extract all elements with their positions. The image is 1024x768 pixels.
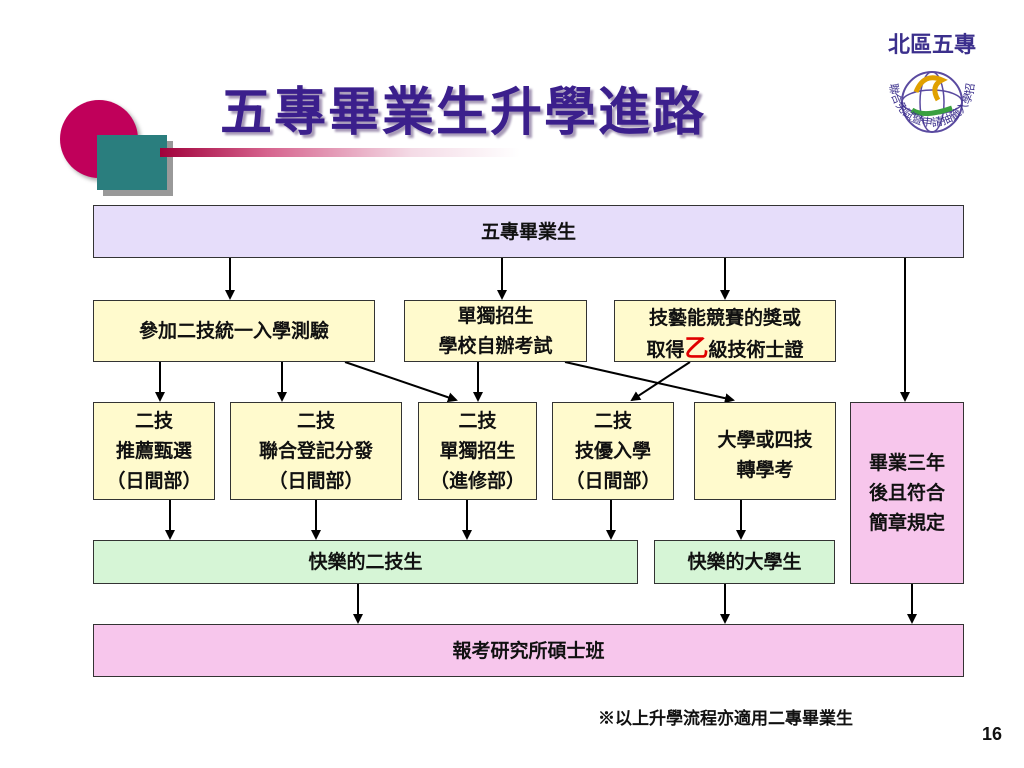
arrow-skill-to-priority — [630, 361, 691, 402]
arrow-exam-to-sep-night — [344, 361, 458, 403]
decorative-square — [97, 135, 167, 190]
arrow-separate-to-transfer — [564, 361, 735, 404]
box-priority-admission: 二技 技優入學 （日間部） — [552, 402, 674, 500]
box-transfer-exam: 大學或四技 轉學考 — [694, 402, 836, 500]
box-five-year-graduates: 五專畢業生 — [93, 205, 964, 258]
footnote: ※以上升學流程亦適用二專畢業生 — [598, 709, 853, 729]
page-title: 五專畢業生升學進路 — [220, 82, 707, 143]
box-separate-night: 二技 單獨招生 （進修部） — [418, 402, 537, 500]
box-separate-admission: 單獨招生 學校自辦考試 — [404, 300, 587, 362]
box-happy-2tech: 快樂的二技生 — [93, 540, 638, 584]
decorative-line — [160, 148, 520, 157]
logo-text: 北區五專 — [888, 32, 976, 58]
box-graduate-school: 報考研究所碩士班 — [93, 624, 964, 677]
page-number: 16 — [982, 724, 1003, 744]
box-happy-university: 快樂的大學生 — [654, 540, 835, 584]
box-joint-distribution: 二技 聯合登記分發 （日間部） — [230, 402, 402, 500]
skill-text-post: 級技術士證 — [708, 339, 804, 361]
box-unified-exam: 參加二技統一入學測驗 — [93, 300, 375, 362]
logo: 北區五專 聯合免試暨申請抽籤入學招生委員會 — [868, 22, 996, 154]
skill-grade-highlight: 乙 — [684, 333, 709, 362]
box-skill-competition: 技藝能競賽的獎或 取得乙級技術士證 — [614, 300, 836, 362]
skill-text-pre: 技藝能競賽的獎或 取得 — [646, 307, 801, 361]
box-three-years: 畢業三年 後且符合 簡章規定 — [850, 402, 964, 584]
box-recommendation: 二技 推薦甄選 （日間部） — [93, 402, 215, 500]
